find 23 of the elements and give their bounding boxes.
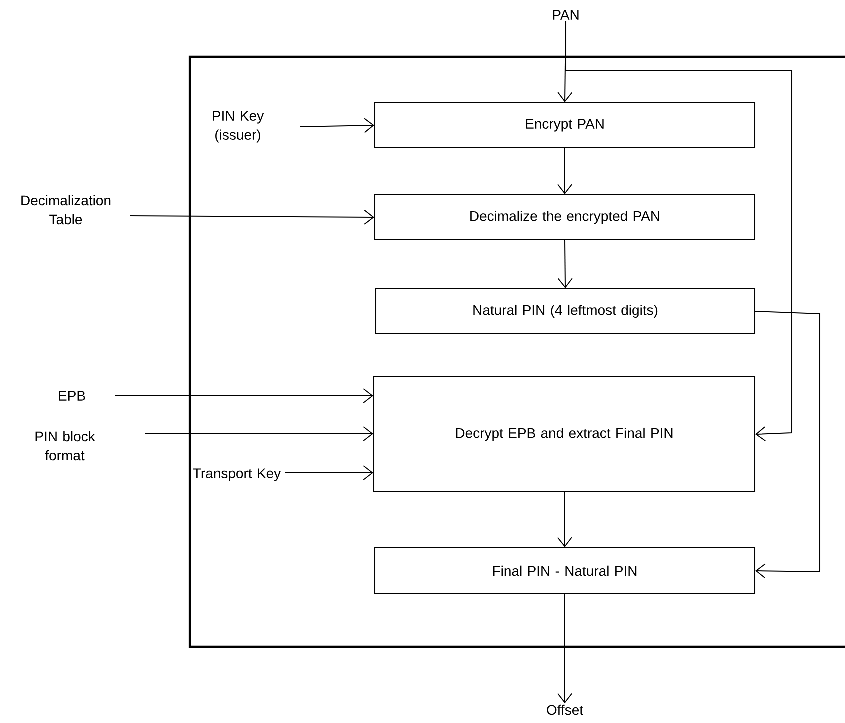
arrow [566,20,792,442]
process-box: Final PIN - Natural PIN [374,548,756,594]
arrow [284,466,374,480]
process-box: Natural PIN (4 leftmost digits) [376,288,756,334]
process-box: Encrypt PAN [374,102,756,148]
arrow [755,311,820,579]
input-label: PAN [553,10,579,20]
arrow [558,594,572,704]
arrow [557,492,572,548]
output-label: Offset [547,704,584,716]
arrow [114,388,374,404]
arrow [300,118,374,134]
process-box: Decrypt EPB and extract Final PIN [374,376,756,492]
input-label: PIN Key (issuer) [213,111,264,143]
arrow [130,210,374,225]
arrow [558,240,573,288]
input-label: Decimalization Table [22,195,111,225]
input-label: EPB [59,391,86,401]
arrow [558,148,572,194]
input-label: PIN block format [36,431,96,461]
input-label: Transport Key [193,468,282,482]
process-box: Decimalize the encrypted PAN [374,194,756,240]
arrow [144,426,374,442]
